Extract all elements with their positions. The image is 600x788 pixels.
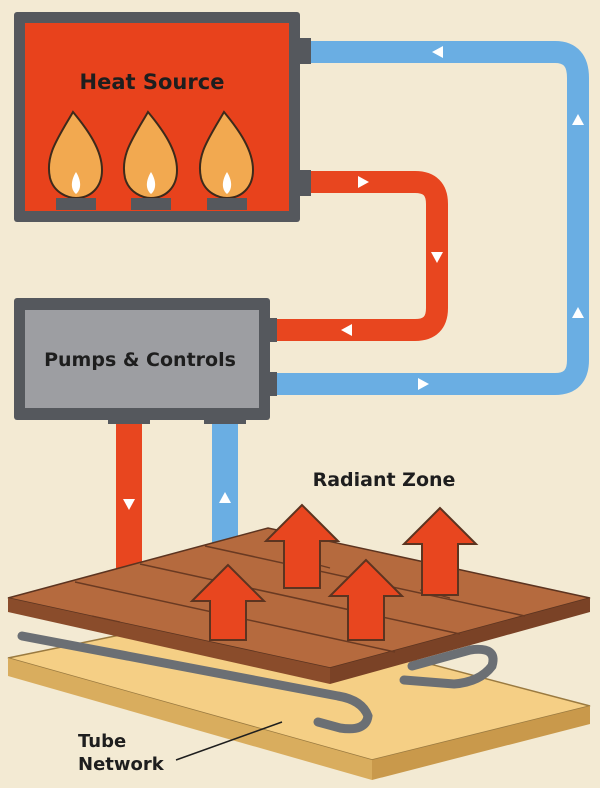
flow-arrow-icon-hot-down <box>123 499 135 510</box>
flow-arrow-icon-hot-top <box>358 176 369 188</box>
flame-icon-3 <box>198 110 255 210</box>
pumps-controls-label: Pumps & Controls <box>44 349 236 371</box>
flame-icon-1 <box>47 110 104 210</box>
flow-arrow-icon-cold-right-2 <box>572 307 584 318</box>
tube-network-leader-line <box>175 721 283 761</box>
tube-network-label-line1: Tube <box>78 731 126 752</box>
up-arrow-icon-3 <box>327 558 405 641</box>
flow-arrow-icon-cold-top <box>432 46 443 58</box>
flow-arrow-icon-cold-bottom <box>418 378 429 390</box>
cold-return-pipe <box>265 41 589 395</box>
flow-arrow-icon-cold-right-1 <box>572 114 584 125</box>
up-arrow-icon-4 <box>401 506 479 596</box>
flow-arrow-icon-hot-right <box>431 252 443 263</box>
tube-network-label-line2: Network <box>78 754 165 775</box>
flame-icon-2 <box>122 110 179 210</box>
radiant-zone-label: Radiant Zone <box>313 469 456 491</box>
flow-arrow-icon-cold-up <box>219 492 231 503</box>
wood-floor <box>7 527 591 684</box>
heat-source-label: Heat Source <box>80 70 225 94</box>
flow-arrow-icon-hot-bottom <box>341 324 352 336</box>
up-arrow-icon-1 <box>189 563 267 641</box>
tube-network <box>17 631 498 734</box>
pumps-controls-box <box>14 298 277 424</box>
up-arrow-icon-2 <box>263 503 341 589</box>
